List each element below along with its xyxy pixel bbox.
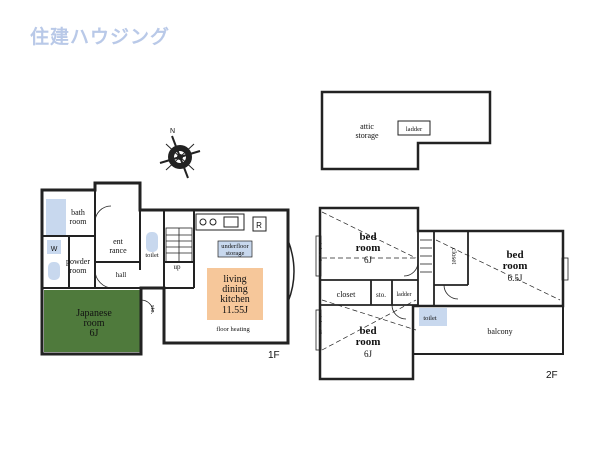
ldk-label-3: kitchen — [220, 294, 249, 305]
floor-2-interior-walls — [320, 208, 469, 306]
floor-2-dashed-lines — [321, 211, 561, 351]
washer-label: W — [51, 246, 58, 253]
bed-room-2-label-2: room — [503, 260, 528, 272]
floor-heating-label: floor heating — [216, 326, 250, 333]
japanese-room-label-2: room — [83, 318, 104, 329]
floor-1-stairs — [165, 227, 193, 263]
window-sill-label-1: window sill — [318, 240, 323, 262]
bed-room-3-label-3: 6J — [364, 349, 373, 359]
attic-outline — [320, 90, 492, 171]
storage-label-1f: sto. — [149, 305, 156, 315]
bathtub-icon — [46, 199, 66, 235]
bed-room-3-label-1: bed — [359, 325, 376, 337]
floor-1-door-swings — [94, 205, 154, 313]
stairs-up-label: up — [174, 263, 182, 271]
toilet-icon — [146, 232, 158, 252]
compass-icon: N — [159, 128, 201, 179]
floor-1-interior-walls — [42, 190, 195, 289]
hall-label: hall — [116, 271, 127, 279]
floor-1-label: 1F — [268, 350, 280, 361]
floor-1-outer-wall — [40, 181, 290, 356]
ldk-label-background — [207, 268, 263, 320]
toilet-2f-area — [419, 308, 447, 326]
washbasin-icon — [48, 262, 60, 280]
floor-1-plan — [40, 181, 295, 356]
entrance-label-1: ent — [113, 237, 124, 246]
bed-room-2-label-3: 6.5J — [508, 273, 523, 283]
powder-room-label-2: room — [70, 266, 88, 275]
balcony-label: balcony — [487, 327, 512, 336]
bed-room-1-label-1: bed — [359, 231, 376, 243]
bath-room-label-2: room — [70, 217, 88, 226]
floor-2-door-swings — [391, 261, 459, 320]
toilet-2f-label: toilet — [423, 315, 437, 322]
refrigerator-icon — [252, 216, 267, 232]
closet-label-b: closet — [450, 248, 458, 264]
attic-ladder-label: ladder — [406, 126, 423, 133]
underfloor-storage-label-1: underfloor — [221, 243, 249, 250]
window-2f-east — [561, 257, 569, 281]
japanese-room-label-1: Japanese — [76, 308, 112, 319]
storage-label-2f: sto. — [376, 291, 386, 299]
bed-room-2-label-1: bed — [506, 249, 523, 261]
closet-label-a: closet — [337, 290, 356, 299]
japanese-room-label-3: 6J — [90, 328, 99, 339]
japanese-room-area — [44, 290, 141, 352]
balcony-outline — [412, 305, 564, 355]
window-sill-2 — [315, 309, 322, 351]
ldk-label-4: 11.55J — [222, 305, 248, 316]
underfloor-storage-label-2: storage — [226, 250, 245, 257]
brand-logo: 住建ハウジング — [30, 26, 171, 48]
ldk-label-1: living — [223, 274, 246, 285]
entrance-label-2: rance — [109, 246, 127, 255]
refrigerator-label: R — [256, 221, 262, 230]
bed-room-1-label-2: room — [356, 242, 381, 254]
attic-ladder-box — [397, 120, 431, 136]
toilet-label: toilet — [145, 252, 159, 259]
bed-room-3-label-2: room — [356, 336, 381, 348]
floor-2-label: 2F — [546, 370, 558, 381]
attic-label-1: attic — [360, 122, 374, 131]
bed-room-1-label-3: 6J — [364, 255, 373, 265]
window-sill-label-2: window sill — [318, 313, 323, 335]
ladder-label-2f: ladder — [397, 292, 412, 298]
floor-2-plan — [315, 90, 569, 381]
powder-room-label-1: powder — [66, 257, 90, 266]
bath-room-label-1: bath — [71, 208, 85, 217]
floor-2-stairs — [420, 239, 432, 273]
bay-window — [287, 239, 295, 303]
compass-north-label: N — [170, 128, 175, 135]
underfloor-storage-box — [217, 240, 253, 258]
attic-label-2: storage — [355, 131, 379, 140]
window-sill-1 — [315, 235, 322, 277]
washing-machine-icon — [47, 240, 61, 254]
ldk-label-2: dining — [222, 284, 248, 295]
kitchen-counter — [195, 213, 245, 231]
